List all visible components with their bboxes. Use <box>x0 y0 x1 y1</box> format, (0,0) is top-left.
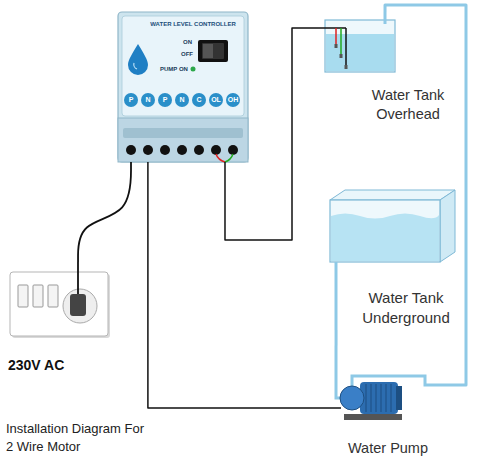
sensor-wire-stubs-part <box>216 154 225 162</box>
level-probes-part <box>345 65 348 69</box>
terminal-name: P <box>158 93 172 107</box>
underground-tank-part <box>335 262 338 330</box>
wall-socket-part <box>77 262 79 294</box>
terminal-markers-part <box>175 93 189 107</box>
node-label: Water Pump <box>332 439 444 458</box>
terminal-screws-part <box>211 145 221 155</box>
water-pump-part <box>344 414 402 420</box>
underground-tank-part <box>330 190 455 200</box>
water-drop-icon-part <box>134 63 137 69</box>
controller-housing-part <box>118 118 248 162</box>
water-pump-part <box>366 384 391 412</box>
terminal-screws-part <box>228 145 238 155</box>
underground-tank-part <box>331 214 439 262</box>
socket-node: 230V AC <box>5 262 115 380</box>
water-pump-part <box>312 407 341 409</box>
sensor-wire-stubs-part <box>225 154 233 162</box>
terminal-markers-part <box>141 93 155 107</box>
wall-socket-part <box>63 289 97 323</box>
tank-node: Water Tank Overhead <box>318 12 460 127</box>
terminal-markers-part <box>226 93 240 107</box>
water-pump-part <box>340 386 364 410</box>
terminal-markers-part <box>192 93 206 107</box>
node-label: WATER LEVEL CONTROLLER <box>143 21 243 28</box>
water-drop-icon-part <box>128 44 148 75</box>
level-probes-part <box>345 28 347 66</box>
terminal-markers-part <box>124 93 138 107</box>
terminal-name: C <box>192 93 206 107</box>
terminal-screws-part <box>123 128 243 138</box>
water-drop-icon <box>128 44 148 75</box>
level-probes-part <box>340 54 343 58</box>
terminal-markers-part <box>158 93 172 107</box>
terminal-name: P <box>124 93 138 107</box>
suction-pipe <box>335 330 338 370</box>
underground-tank-part <box>330 200 440 262</box>
node-label: 230V AC <box>8 356 112 374</box>
wall-socket-part <box>70 294 86 316</box>
level-probes-part <box>335 44 338 48</box>
motor-wire <box>148 162 312 408</box>
rocker-switch <box>198 40 228 62</box>
wall-socket-part <box>33 285 43 307</box>
terminal-markers-part <box>209 93 223 107</box>
panel-marking: ON <box>183 39 192 46</box>
terminal-screws-part <box>194 145 204 155</box>
terminal-name: OH <box>226 93 240 107</box>
water-pump <box>312 370 444 420</box>
tank-node: Water Tank Underground <box>320 185 462 330</box>
node-label: Water Tank Overhead <box>358 86 458 125</box>
overhead-tank <box>325 12 395 72</box>
pump-led-part <box>191 67 196 72</box>
wall-socket-part <box>10 272 108 336</box>
level-probes-part <box>340 28 342 55</box>
level-probes-part <box>335 28 337 45</box>
pump-led <box>191 67 196 72</box>
terminal-name: N <box>175 93 189 107</box>
terminal-markers <box>124 93 240 107</box>
sensor-wire-stubs <box>216 154 233 162</box>
wall-socket-part <box>18 285 28 307</box>
wall-socket-part <box>48 285 58 307</box>
panel-marking: PUMP ON <box>160 66 188 73</box>
pump-node: Water Pump <box>312 370 444 460</box>
level-probes <box>318 28 348 69</box>
terminal-name: OL <box>209 93 223 107</box>
node-label: Water Tank Underground <box>350 288 462 327</box>
terminal-screws-part <box>126 145 136 155</box>
controller-housing-part <box>118 12 248 162</box>
controller-housing-part <box>122 16 244 116</box>
water-pump-part <box>360 382 398 414</box>
terminal-screws-part <box>160 145 170 155</box>
terminal-screws-part <box>177 145 187 155</box>
panel-marking: OFF <box>181 51 193 58</box>
controller-housing <box>118 12 248 162</box>
overhead-tank-part <box>384 12 387 24</box>
sensor-wire <box>225 28 318 240</box>
underground-tank-part <box>440 190 455 262</box>
rocker-switch-part <box>202 43 224 59</box>
delivery-pipe <box>385 5 466 385</box>
rocker-switch-part <box>203 44 213 58</box>
controller-box: WATER LEVEL CONTROLLER <box>118 12 248 162</box>
power-cable <box>78 162 131 262</box>
terminal-name: N <box>141 93 155 107</box>
diagram-caption: Installation Diagram For 2 Wire Motor <box>6 420 151 456</box>
level-probes-part <box>318 27 346 29</box>
water-pump-part <box>396 386 402 410</box>
wall-socket <box>10 262 110 338</box>
terminal-screws <box>123 128 243 155</box>
rocker-switch-part <box>198 40 228 62</box>
terminal-screws-part <box>143 145 153 155</box>
